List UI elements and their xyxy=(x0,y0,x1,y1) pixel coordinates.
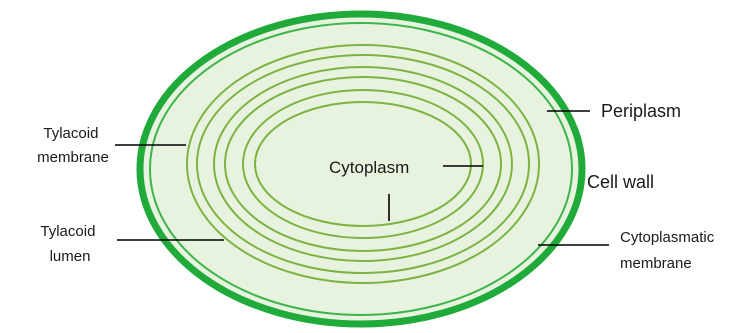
label-periplasm: Periplasm xyxy=(601,101,681,121)
label-tylacoid-membrane: Tylacoid membrane xyxy=(37,125,109,166)
label-cell-wall: Cell wall xyxy=(587,172,654,192)
label-cytoplasmatic-membrane: Cytoplasmatic membrane xyxy=(620,229,718,272)
label-cytoplasm: Cytoplasm xyxy=(329,158,409,177)
label-tylacoid-lumen: Tylacoid lumen xyxy=(40,223,99,265)
